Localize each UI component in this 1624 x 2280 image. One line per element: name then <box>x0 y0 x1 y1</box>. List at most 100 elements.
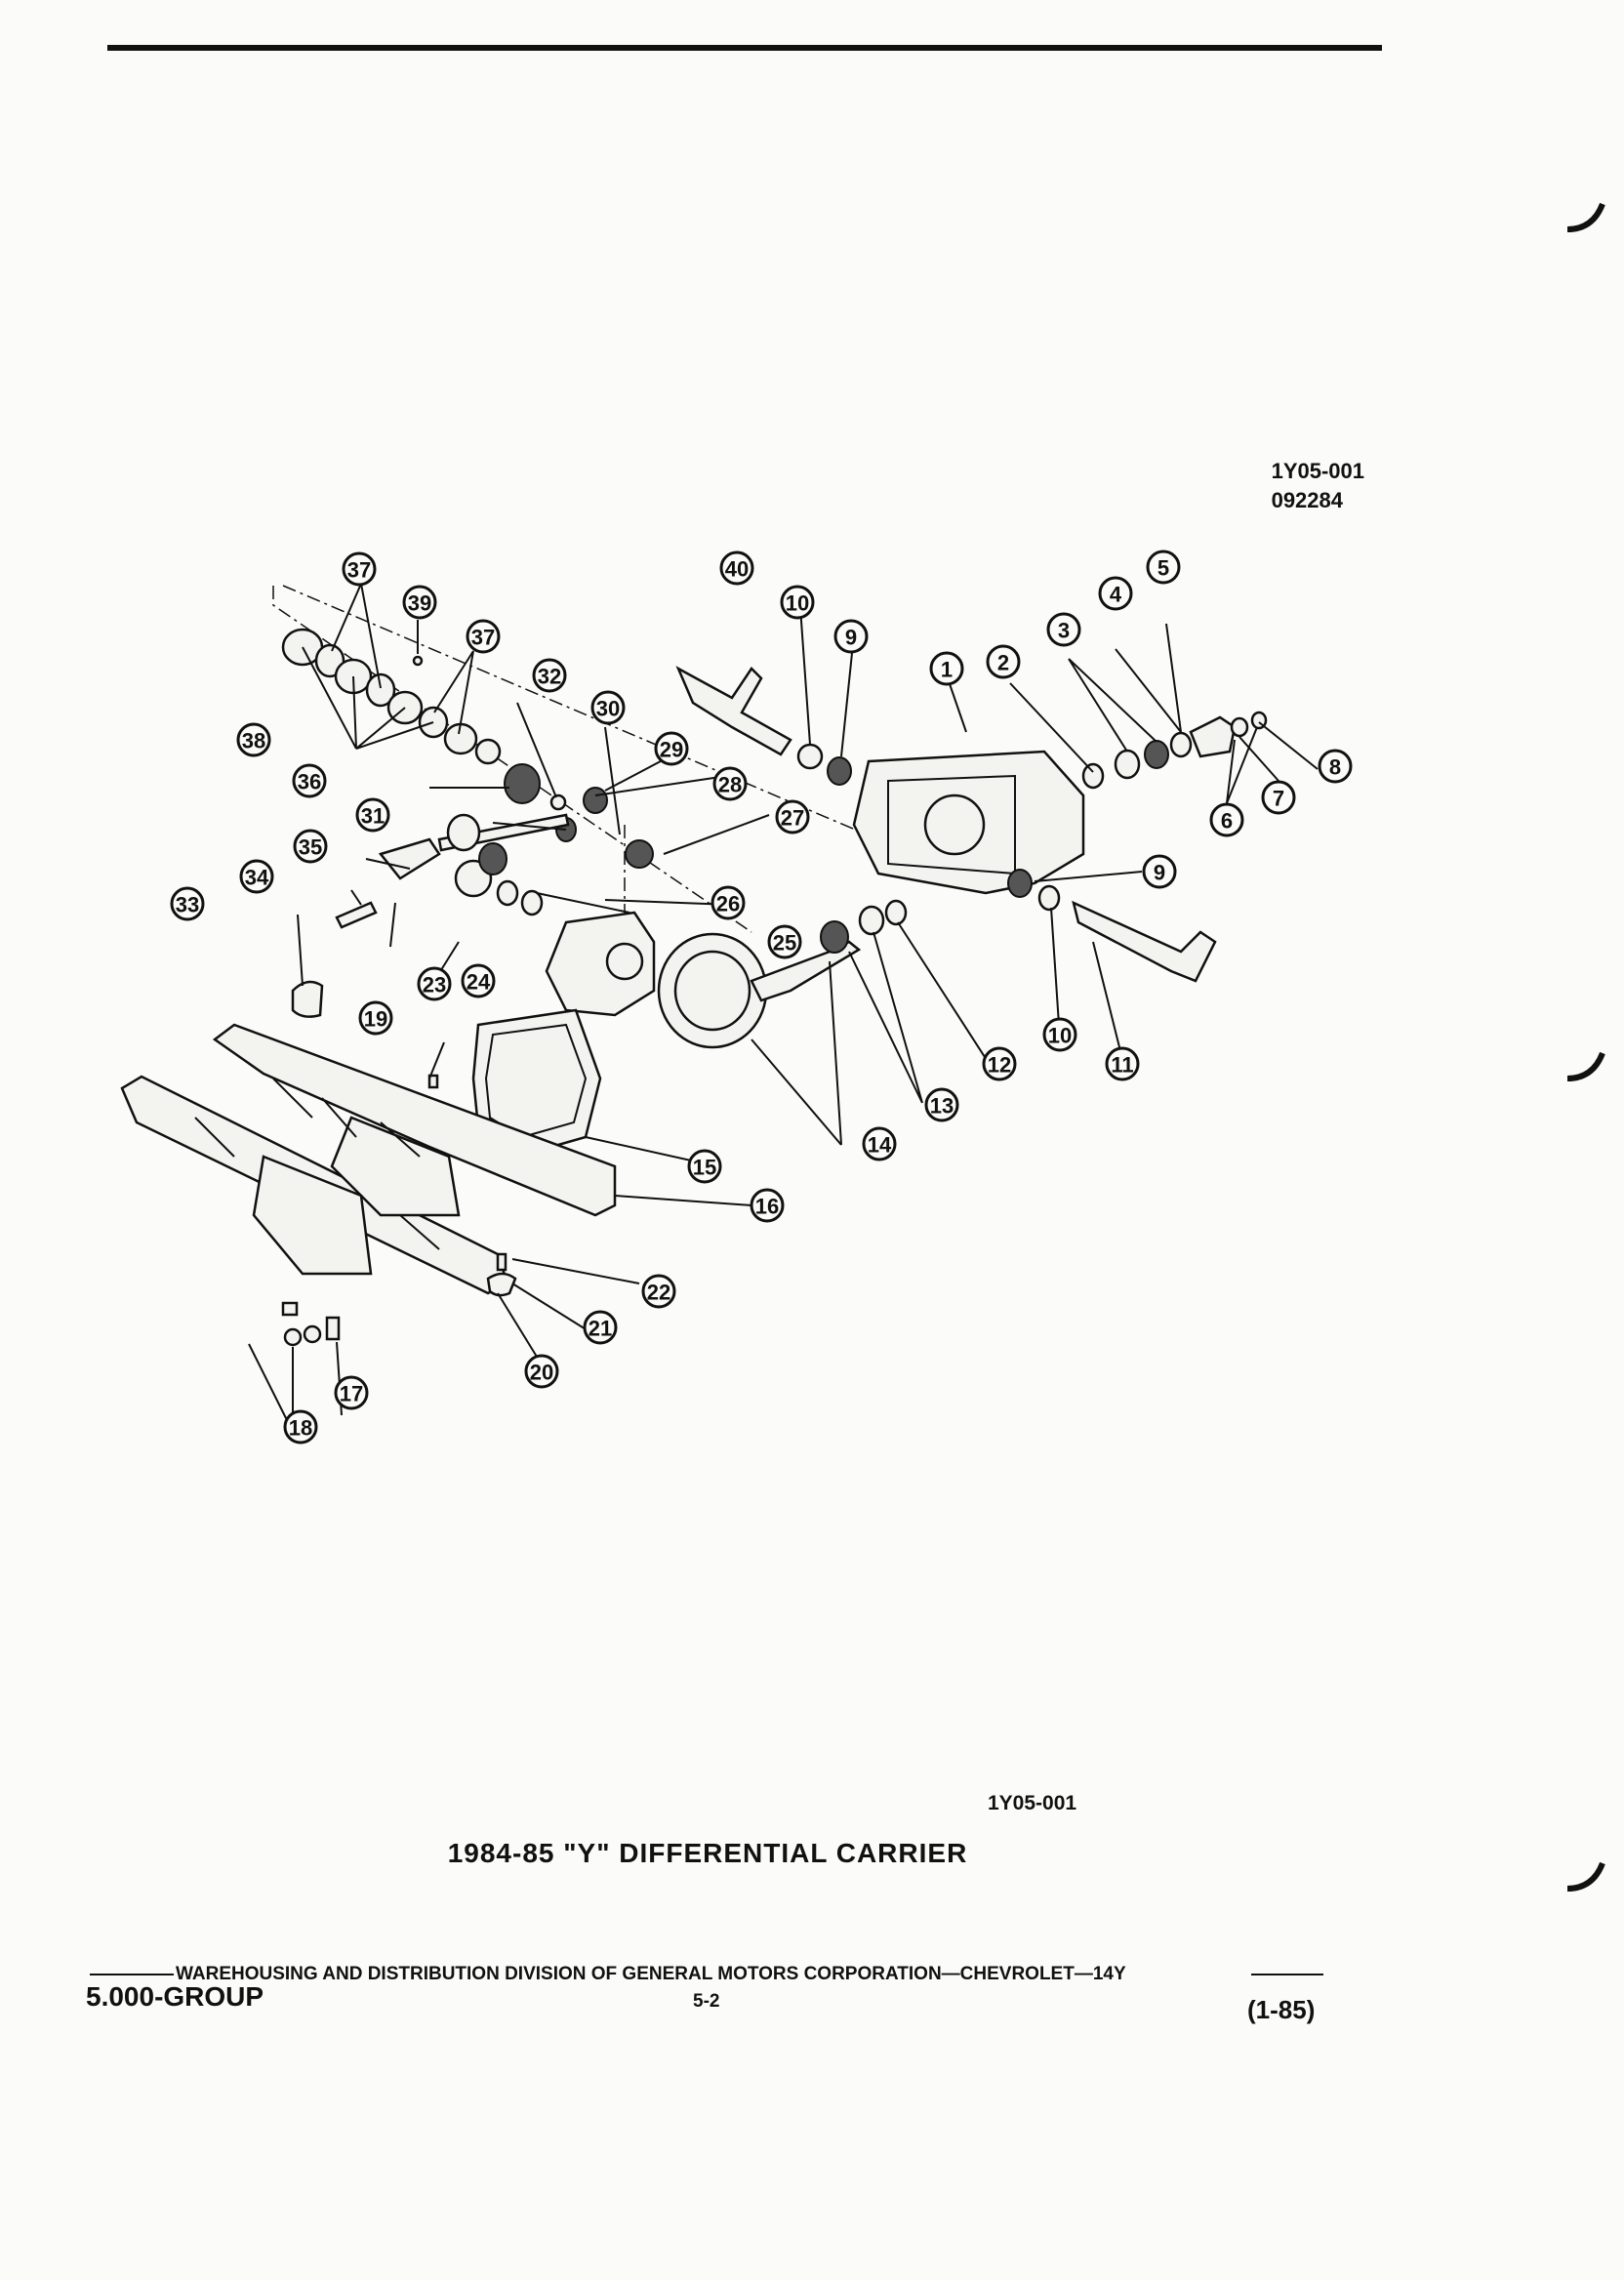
axle-shaft <box>1072 900 1217 983</box>
callout-19: 19 <box>358 1000 393 1036</box>
callout-33: 33 <box>170 886 205 921</box>
callout-15: 15 <box>687 1149 722 1184</box>
svg-text:19: 19 <box>364 1007 387 1032</box>
svg-text:9: 9 <box>1154 861 1165 885</box>
svg-text:21: 21 <box>589 1317 612 1341</box>
callout-16: 16 <box>750 1188 785 1223</box>
svg-text:27: 27 <box>781 806 804 831</box>
footer-division-text: WAREHOUSING AND DISTRIBUTION DIVISION OF… <box>176 1964 1126 1984</box>
svg-text:18: 18 <box>289 1416 312 1441</box>
svg-text:25: 25 <box>773 931 796 956</box>
svg-text:29: 29 <box>660 738 683 762</box>
svg-text:23: 23 <box>423 973 446 998</box>
reference-date: 092284 <box>1271 488 1343 512</box>
svg-text:37: 37 <box>347 558 371 583</box>
callout-14: 14 <box>862 1126 897 1161</box>
callout-2: 2 <box>986 644 1021 679</box>
callout-21: 21 <box>583 1310 618 1345</box>
svg-text:16: 16 <box>755 1195 779 1219</box>
binding-mark-icon <box>1566 202 1605 232</box>
svg-text:7: 7 <box>1273 787 1284 811</box>
assembly-axis <box>272 586 752 933</box>
svg-text:38: 38 <box>242 729 265 753</box>
callout-18: 18 <box>283 1409 318 1445</box>
svg-text:10: 10 <box>1048 1024 1072 1048</box>
callout-10b: 10 <box>1042 1017 1077 1052</box>
svg-text:32: 32 <box>538 665 561 689</box>
callout-5: 5 <box>1146 550 1181 585</box>
callout-31: 31 <box>355 797 390 833</box>
svg-text:2: 2 <box>997 651 1009 675</box>
svg-text:36: 36 <box>298 770 321 794</box>
callout-29: 29 <box>654 731 689 766</box>
svg-text:28: 28 <box>718 773 742 797</box>
callout-7: 7 <box>1261 780 1296 815</box>
figure-code: 1Y05-001 <box>988 1792 1077 1814</box>
callout-28: 28 <box>712 766 748 801</box>
svg-text:33: 33 <box>176 893 199 917</box>
callout-25: 25 <box>767 924 802 959</box>
svg-text:4: 4 <box>1110 583 1122 607</box>
callout-23: 23 <box>417 966 452 1001</box>
callout-1: 1 <box>929 651 964 686</box>
callout-38: 38 <box>236 722 271 757</box>
footer-division: WAREHOUSING AND DISTRIBUTION DIVISION OF… <box>90 1964 1126 1985</box>
svg-text:20: 20 <box>530 1361 553 1385</box>
callout-36: 36 <box>292 763 327 798</box>
callout-17: 17 <box>334 1375 369 1410</box>
callout-24: 24 <box>461 963 496 998</box>
callout-32: 32 <box>532 658 567 693</box>
svg-text:35: 35 <box>299 835 322 860</box>
figure-caption: 1984-85 "Y" DIFFERENTIAL CARRIER <box>447 1838 968 1868</box>
svg-text:24: 24 <box>467 970 491 995</box>
callout-4: 4 <box>1098 576 1133 611</box>
svg-text:37: 37 <box>471 626 495 650</box>
callout-27: 27 <box>775 799 810 835</box>
top-rule <box>107 45 1382 51</box>
svg-text:13: 13 <box>930 1094 954 1119</box>
callout-37: 37 <box>342 551 377 587</box>
exploded-diagram: 1 2 3 4 5 6 7 8 9 9 10 10 11 12 13 14 15… <box>120 550 1353 1445</box>
crossmember-upper <box>212 1023 617 1217</box>
callout-37b: 37 <box>466 619 501 654</box>
callout-35: 35 <box>293 829 328 864</box>
callout-3: 3 <box>1046 612 1081 647</box>
callout-12: 12 <box>982 1046 1017 1081</box>
svg-text:12: 12 <box>988 1053 1011 1078</box>
svg-text:10: 10 <box>786 591 809 616</box>
differential-case <box>545 911 656 1017</box>
svg-text:8: 8 <box>1329 755 1341 780</box>
page-number: 5-2 <box>693 1991 720 2012</box>
svg-text:39: 39 <box>408 591 431 616</box>
svg-text:1: 1 <box>941 658 953 682</box>
callout-34: 34 <box>239 859 274 894</box>
svg-text:6: 6 <box>1221 809 1233 834</box>
footer-rule <box>90 1973 174 1975</box>
svg-text:40: 40 <box>725 557 749 582</box>
reference-block: 1Y05-001 092284 <box>1272 457 1364 515</box>
axle-shaft <box>675 666 792 756</box>
callout-26: 26 <box>710 885 746 920</box>
svg-text:9: 9 <box>845 626 857 650</box>
svg-text:11: 11 <box>1111 1053 1133 1078</box>
callout-13: 13 <box>924 1087 959 1122</box>
svg-text:17: 17 <box>340 1382 363 1406</box>
callout-40: 40 <box>719 550 754 586</box>
callout-9b: 9 <box>1142 854 1177 889</box>
svg-text:26: 26 <box>716 892 740 916</box>
binding-mark-icon <box>1566 1861 1605 1892</box>
svg-text:31: 31 <box>361 804 385 829</box>
callout-22: 22 <box>641 1274 676 1309</box>
svg-text:5: 5 <box>1157 556 1169 581</box>
callout-8: 8 <box>1318 749 1353 784</box>
svg-text:15: 15 <box>693 1156 716 1180</box>
footer-rule <box>1251 1974 1323 1975</box>
svg-text:14: 14 <box>868 1133 892 1158</box>
callout-6: 6 <box>1209 802 1244 837</box>
callout-11: 11 <box>1105 1046 1140 1081</box>
svg-text:30: 30 <box>596 697 620 721</box>
callout-30: 30 <box>590 690 626 725</box>
callout-20: 20 <box>524 1354 559 1389</box>
group-label: 5.000-GROUP <box>86 1981 264 2012</box>
svg-text:22: 22 <box>647 1281 670 1305</box>
